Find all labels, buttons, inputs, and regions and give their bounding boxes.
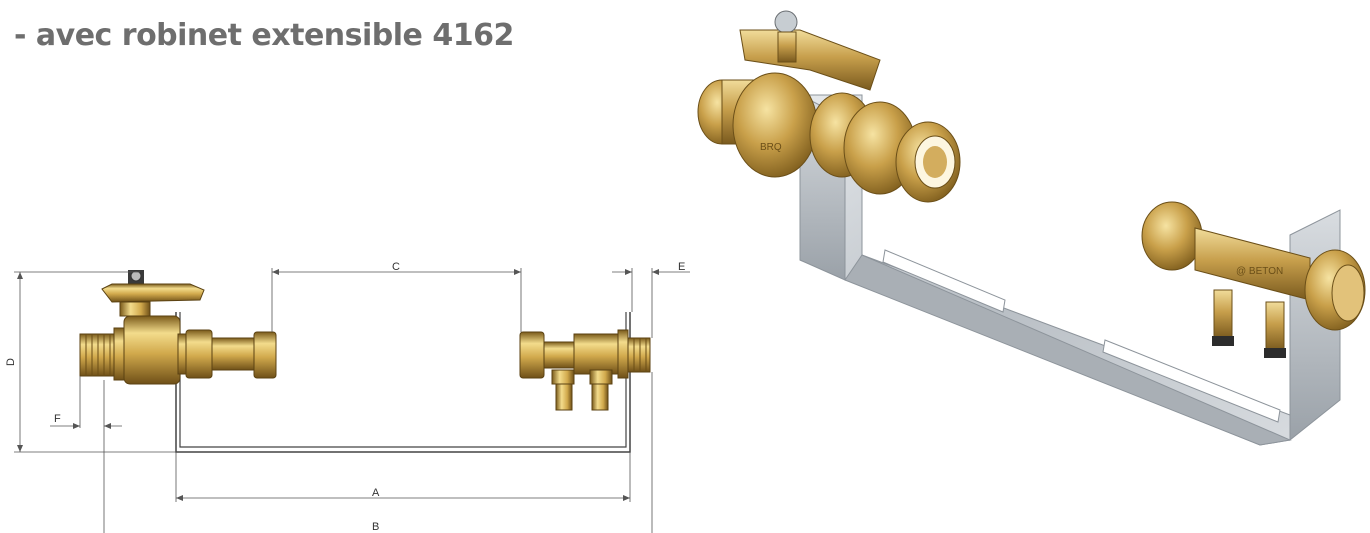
page-title: - avec robinet extensible 4162 [14, 18, 514, 53]
manifold-photo: @ BETON [1141, 201, 1366, 358]
dim-label-b: B [372, 521, 379, 533]
dimension-arrows [17, 269, 659, 501]
dim-label-f: F [54, 413, 61, 425]
bracket-photo [799, 94, 1341, 446]
dim-label-d: D [5, 358, 17, 366]
dim-label-a: A [372, 487, 380, 499]
ball-valve-photo: BRQ [697, 10, 961, 203]
dim-label-c: C [392, 261, 400, 273]
manifold-marking: @ BETON [1236, 266, 1283, 277]
manifold-drawing [519, 329, 651, 411]
dim-label-e: E [678, 261, 685, 273]
ball-valve-drawing [79, 270, 277, 385]
dimension-lines [14, 268, 690, 533]
valve-marking: BRQ [760, 142, 782, 153]
technical-drawing: C E D F A B [5, 261, 690, 533]
